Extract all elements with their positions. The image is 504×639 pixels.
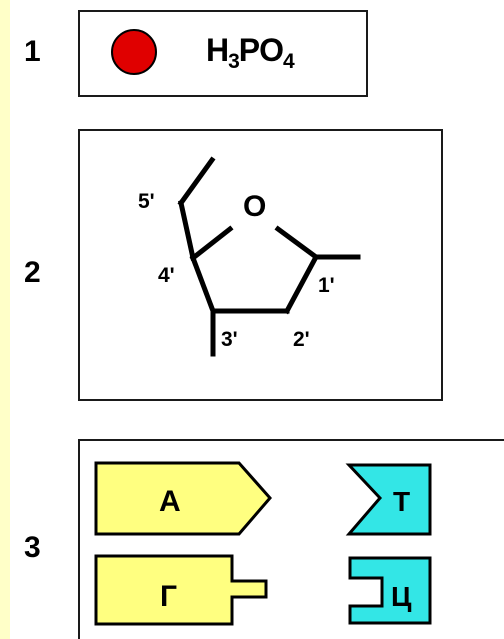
ring-bond-4-o	[189, 225, 234, 262]
carbon-label-3: 3'	[221, 328, 238, 351]
base-g-shape	[94, 554, 268, 626]
base-c-letter: Ц	[391, 581, 412, 612]
base-c-shape	[348, 556, 432, 625]
base-t-shape	[345, 463, 432, 536]
bond-5-up	[177, 156, 216, 207]
formula-h-subscript: 3	[228, 50, 240, 73]
phosphate-red-dot	[111, 29, 157, 75]
carbon-label-2: 2'	[293, 328, 310, 351]
carbon-label-1: 1'	[318, 274, 335, 297]
phosphoric-acid-formula: H3PO4	[206, 32, 295, 73]
row-number-1: 1	[24, 35, 41, 68]
deoxyribose-box	[78, 129, 443, 401]
row-number-2: 2	[24, 256, 41, 289]
base-a-shape	[94, 461, 272, 536]
ring-bond-3-4	[189, 254, 217, 315]
base-t-letter: Т	[393, 486, 410, 517]
carbon-label-4: 4'	[158, 264, 175, 287]
left-accent-strip	[0, 0, 10, 639]
formula-h: H	[206, 32, 229, 68]
ring-bond-1-2	[283, 253, 320, 315]
row-number-3: 3	[24, 531, 41, 564]
carbon-label-5: 5'	[138, 190, 155, 213]
bond-4-5	[178, 200, 196, 261]
formula-o-subscript: 4	[283, 50, 295, 73]
base-g-letter: Г	[160, 580, 177, 613]
formula-po: PO	[238, 32, 284, 68]
ring-bond-o-1	[274, 225, 320, 261]
ring-oxygen-label: O	[243, 190, 266, 223]
base-a-letter: А	[159, 485, 181, 518]
